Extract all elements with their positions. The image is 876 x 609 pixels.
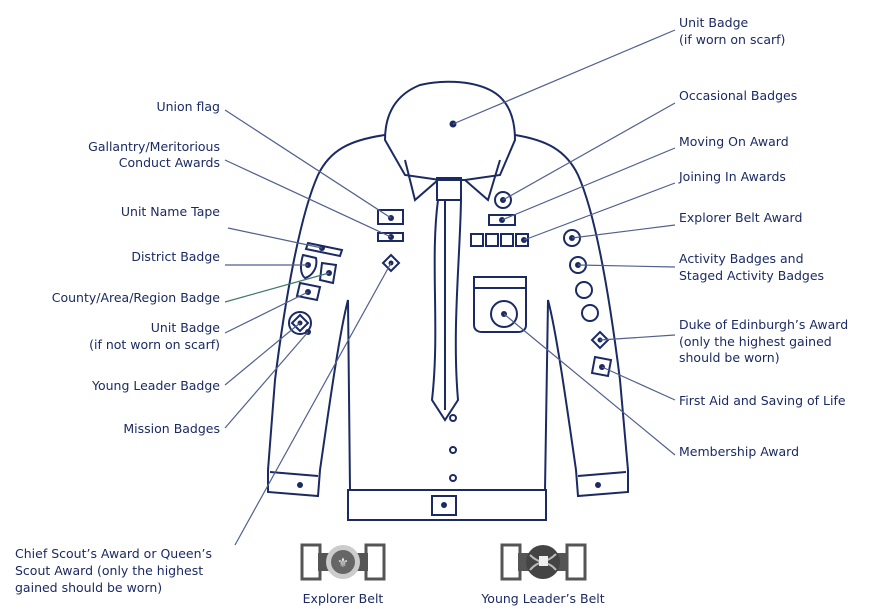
label-chief-scout-1: Chief Scout’s Award or Queen’s xyxy=(15,546,212,561)
label-gallantry-1: Gallantry/Meritorious xyxy=(88,139,220,154)
shirt-outline xyxy=(267,134,629,498)
label-chief-scout-2: Scout Award (only the highest xyxy=(15,563,204,578)
explorer-belt-icon: ⚜ xyxy=(300,543,386,581)
label-dofe-2: (only the highest gained xyxy=(679,334,832,349)
label-dofe-3: should be worn) xyxy=(679,350,780,365)
label-unit-badge-2: (if not worn on scarf) xyxy=(89,337,220,352)
young-leader-belt-icon xyxy=(500,543,587,581)
label-unit-name-tape: Unit Name Tape xyxy=(120,204,220,219)
label-young-leader-belt: Young Leader’s Belt xyxy=(481,591,605,606)
label-occasional: Occasional Badges xyxy=(679,88,798,103)
shirt-belt xyxy=(347,489,547,521)
label-moving-on: Moving On Award xyxy=(679,134,789,149)
label-first-aid: First Aid and Saving of Life xyxy=(679,393,846,408)
label-county-badge: County/Area/Region Badge xyxy=(51,290,220,305)
label-young-leader: Young Leader Badge xyxy=(91,378,220,393)
label-explorer-belt: Explorer Belt xyxy=(302,591,384,606)
label-unit-badge-scarf-1: Unit Badge xyxy=(679,15,749,30)
label-union-flag: Union flag xyxy=(156,99,220,114)
label-unit-badge-1: Unit Badge xyxy=(150,320,220,335)
leader-lines xyxy=(224,29,676,546)
label-unit-badge-scarf-2: (if worn on scarf) xyxy=(679,32,786,47)
label-activity-1: Activity Badges and xyxy=(679,251,804,266)
label-joining-in: Joining In Awards xyxy=(679,169,786,184)
svg-text:⚜: ⚜ xyxy=(337,556,349,571)
label-dofe-1: Duke of Edinburgh’s Award xyxy=(679,317,849,332)
label-mission: Mission Badges xyxy=(123,421,220,436)
label-activity-2: Staged Activity Badges xyxy=(679,268,825,283)
label-district-badge: District Badge xyxy=(131,249,220,264)
scarf xyxy=(383,80,517,181)
label-chief-scout-3: gained should be worn) xyxy=(15,580,163,595)
label-explorer-belt-award: Explorer Belt Award xyxy=(679,210,803,225)
label-membership: Membership Award xyxy=(679,444,800,459)
label-gallantry-2: Conduct Awards xyxy=(118,155,220,170)
